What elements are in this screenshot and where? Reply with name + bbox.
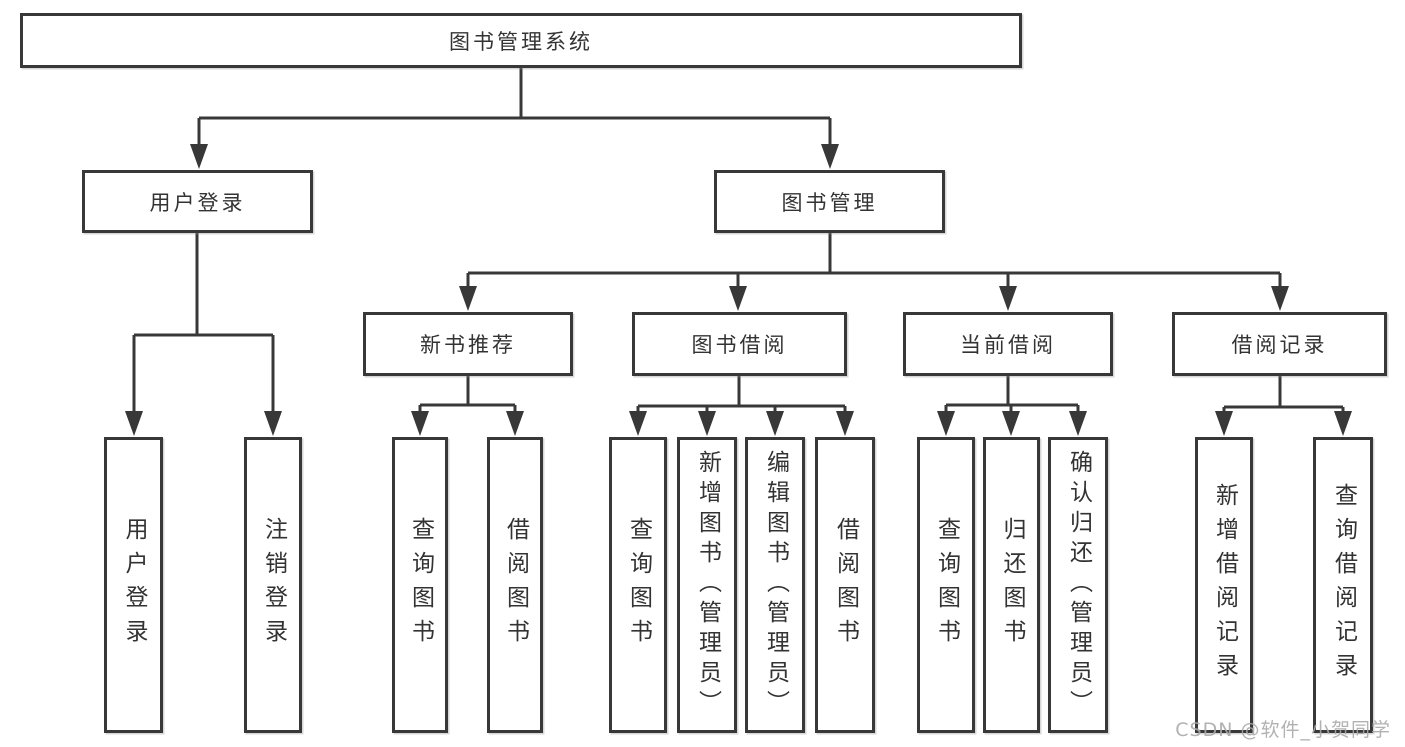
leaf-user-login: 用户登录 <box>104 437 163 733</box>
node-library-system: 图书管理系统 <box>20 13 1022 68</box>
node-book-management: 图书管理 <box>714 170 945 233</box>
watermark: CSDN @软件_小贺同学 <box>1175 719 1391 741</box>
leaf-label: 借阅图书 <box>502 517 529 653</box>
leaf-add-borrow-record: 新增借阅记录 <box>1195 437 1253 733</box>
leaf-add-books-admin: 新增图书（管理员） <box>677 437 737 733</box>
connector-root-to-level2 <box>197 68 832 146</box>
node-label: 借阅记录 <box>1231 333 1328 357</box>
leaf-label: 确认归还（管理员） <box>1065 450 1092 720</box>
leaf-label: 查询借阅记录 <box>1330 483 1357 687</box>
leaf-logout: 注销登录 <box>244 437 302 733</box>
node-label: 图书管理系统 <box>449 29 593 54</box>
leaf-label: 借阅图书 <box>832 517 859 653</box>
node-label: 新书推荐 <box>420 333 516 357</box>
leaf-search-books-2: 查询图书 <box>609 437 667 733</box>
connector-book-management-to-level3 <box>466 233 1282 288</box>
leaf-label: 查询图书 <box>407 517 434 653</box>
leaf-return-books: 归还图书 <box>983 437 1040 733</box>
leaf-label: 查询图书 <box>625 517 652 653</box>
node-current-borrowing: 当前借阅 <box>903 312 1113 376</box>
connector-new-book-to-leaves <box>418 376 517 413</box>
node-borrowing-records: 借阅记录 <box>1172 312 1387 376</box>
leaf-edit-books-admin: 编辑图书（管理员） <box>745 437 805 733</box>
node-label: 用户登录 <box>149 190 246 215</box>
node-label: 图书借阅 <box>691 333 788 357</box>
leaf-label: 查询图书 <box>933 517 960 653</box>
leaf-label: 编辑图书（管理员） <box>762 450 789 720</box>
node-new-book-recommend: 新书推荐 <box>363 312 573 376</box>
node-label: 当前借阅 <box>960 333 1056 357</box>
leaf-confirm-return-admin: 确认归还（管理员） <box>1048 437 1108 733</box>
connector-current-borrow-to-leaves <box>944 376 1080 413</box>
connector-user-login-to-leaves <box>132 232 275 413</box>
node-label: 图书管理 <box>781 190 878 215</box>
connector-borrow-records-to-leaves <box>1222 376 1345 413</box>
connector-book-borrow-to-leaves <box>636 376 847 413</box>
leaf-search-books-3: 查询图书 <box>917 437 975 733</box>
leaf-label: 注销登录 <box>260 517 287 653</box>
leaf-label: 用户登录 <box>121 517 147 653</box>
leaf-label: 归还图书 <box>999 517 1025 653</box>
leaf-borrow-books-1: 借阅图书 <box>487 437 543 733</box>
node-book-borrowing: 图书借阅 <box>632 312 847 376</box>
leaf-search-books-1: 查询图书 <box>392 437 448 733</box>
leaf-borrow-books-2: 借阅图书 <box>815 437 875 733</box>
leaf-label: 新增图书（管理员） <box>694 450 721 720</box>
node-user-login: 用户登录 <box>82 170 313 233</box>
leaf-search-borrow-record: 查询借阅记录 <box>1313 437 1373 733</box>
leaf-label: 新增借阅记录 <box>1211 483 1238 687</box>
arrowheads <box>125 144 1352 436</box>
